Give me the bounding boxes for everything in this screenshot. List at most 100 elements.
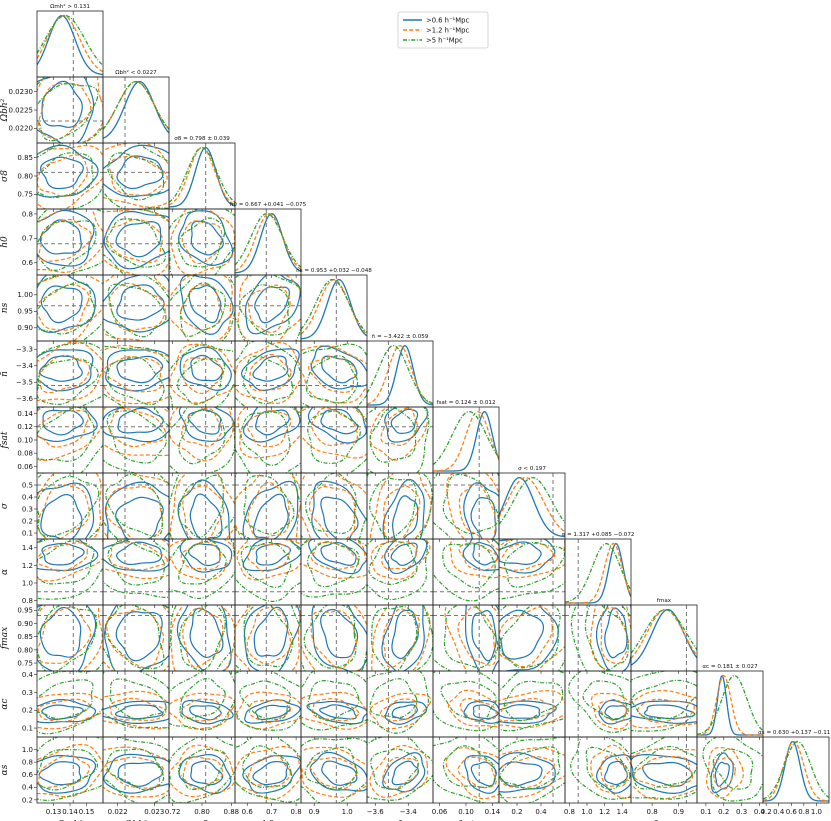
contour-dashed-2sigma [103, 209, 169, 275]
marginal-dashed-6 [433, 410, 499, 472]
contour-dashed-1sigma [382, 756, 419, 790]
contour-solid-2sigma [242, 407, 301, 443]
contour-dashed-2sigma [369, 692, 432, 730]
panel-10-0: 0.10.20.30.4αc [0, 670, 104, 740]
contour-dashdot-1sigma [37, 358, 99, 405]
contour-solid-2sigma [37, 349, 94, 392]
contour-dashed-2sigma [103, 407, 169, 457]
contour-dashdot-1sigma [179, 677, 226, 720]
contour-dashed-1sigma [182, 756, 224, 790]
marginal-dashed-0 [37, 14, 103, 73]
contour-dashdot-2sigma [235, 671, 301, 731]
contour-dashed-2sigma [235, 691, 301, 730]
marginal-solid-5 [367, 345, 433, 406]
contour-dashdot-2sigma [37, 539, 103, 600]
y-axis-label-5: n̄ [0, 371, 10, 377]
contour-solid-2sigma [179, 275, 234, 335]
panel-frame [102, 670, 170, 738]
marginal-dashed-2 [169, 146, 235, 206]
contour-solid-2sigma [381, 605, 425, 671]
contour-dashed-2sigma [169, 275, 233, 341]
contour-solid-2sigma [631, 754, 697, 795]
panel-4-1 [102, 274, 170, 344]
contour-dashed-1sigma [247, 543, 291, 573]
contour-dashdot-1sigma [499, 605, 561, 669]
contour-dashed-1sigma [311, 407, 359, 447]
x-tick-label: −3.6 [367, 808, 385, 816]
contour-solid-1sigma [116, 541, 163, 566]
contour-solid-1sigma [604, 607, 628, 659]
contour-dashdot-2sigma [301, 407, 367, 473]
contour-solid-1sigma [391, 495, 419, 539]
contour-solid-1sigma [116, 155, 164, 190]
contour-dashdot-1sigma [368, 540, 418, 586]
panel-frame [168, 340, 236, 408]
y-tick-label: −3.4 [16, 362, 34, 370]
contour-solid-2sigma [595, 605, 631, 671]
x-tick-label: 0.4 [535, 808, 547, 816]
panel-11-11: αs = 0.630 +0.137 −0.1110.20.40.60.81.0α… [758, 730, 831, 821]
y-axis-label-7: σ [0, 502, 10, 509]
contour-solid-1sigma [252, 355, 289, 382]
contour-dashed-1sigma [637, 698, 695, 723]
contour-dashed-2sigma [37, 605, 103, 671]
contour-dashed-1sigma [633, 756, 694, 789]
contour-solid-1sigma [252, 493, 289, 539]
contour-dashed-1sigma [246, 409, 292, 448]
contour-dashdot-1sigma [176, 358, 226, 405]
contour-dashdot-2sigma [103, 209, 169, 275]
contour-dashdot-2sigma [235, 539, 301, 603]
contour-dashdot-2sigma [301, 539, 367, 598]
contour-dashed-2sigma [37, 341, 103, 402]
contour-solid-2sigma [382, 478, 425, 539]
contour-solid-1sigma [115, 611, 163, 662]
panel-10-10: αc = 0.181 ± 0.027 [696, 664, 764, 740]
y-axis-label-10: αc [0, 698, 10, 709]
contour-dashdot-2sigma [169, 344, 235, 407]
contour-dashed-2sigma [537, 645, 565, 671]
x-tick-label: 0.4 [773, 808, 785, 816]
panel-10-8 [564, 670, 632, 740]
contour-dashdot-1sigma [499, 746, 561, 790]
contour-dashed-1sigma [104, 218, 163, 263]
contour-dashdot-2sigma [433, 539, 499, 602]
y-tick-label: 0.14 [17, 410, 33, 418]
contour-dashed-1sigma [104, 756, 165, 789]
contour-solid-2sigma [37, 754, 97, 794]
contour-dashdot-1sigma [109, 678, 167, 720]
contour-dashed-1sigma [109, 697, 167, 721]
contour-dashdot-1sigma [105, 218, 167, 268]
marginal-dashdot-4 [301, 278, 367, 333]
contour-solid-1sigma [254, 286, 290, 324]
marginal-title-9: fmax [657, 598, 672, 604]
contour-dashdot-1sigma [440, 680, 497, 721]
contour-dashdot-1sigma [305, 355, 359, 404]
x-tick-label: 0.2 [718, 808, 729, 816]
y-tick-label: 0.8 [22, 210, 33, 218]
marginal-title-10: αc = 0.181 ± 0.027 [702, 664, 758, 670]
contour-dashed-1sigma [499, 542, 556, 571]
contour-solid-2sigma [311, 605, 367, 671]
x-tick-label: 0.9 [309, 808, 320, 816]
panel-6-5 [366, 406, 434, 476]
marginal-dashed-3 [235, 212, 301, 272]
contour-solid-1sigma [499, 609, 545, 660]
marginal-dashed-10 [697, 674, 763, 736]
panel-9-9: fmax [630, 598, 698, 674]
y-tick-label: 0.4 [22, 671, 34, 679]
panel-11-8: 0.81.01.21.4α [564, 736, 632, 821]
contour-solid-2sigma [178, 753, 232, 795]
marginal-solid-2 [169, 146, 235, 208]
contour-dashdot-2sigma [631, 737, 697, 800]
contour-dashdot-2sigma [103, 737, 169, 803]
y-tick-label: 0.8 [22, 597, 33, 605]
contour-solid-1sigma [319, 704, 357, 720]
contour-solid-1sigma [499, 704, 541, 719]
contour-dashdot-1sigma [306, 541, 360, 588]
contour-dashed-1sigma [37, 409, 90, 448]
x-tick-label: 0.14 [485, 808, 501, 816]
contour-dashed-1sigma [382, 608, 420, 669]
y-tick-label: 0.12 [17, 423, 33, 431]
contour-dashdot-1sigma [443, 605, 499, 669]
